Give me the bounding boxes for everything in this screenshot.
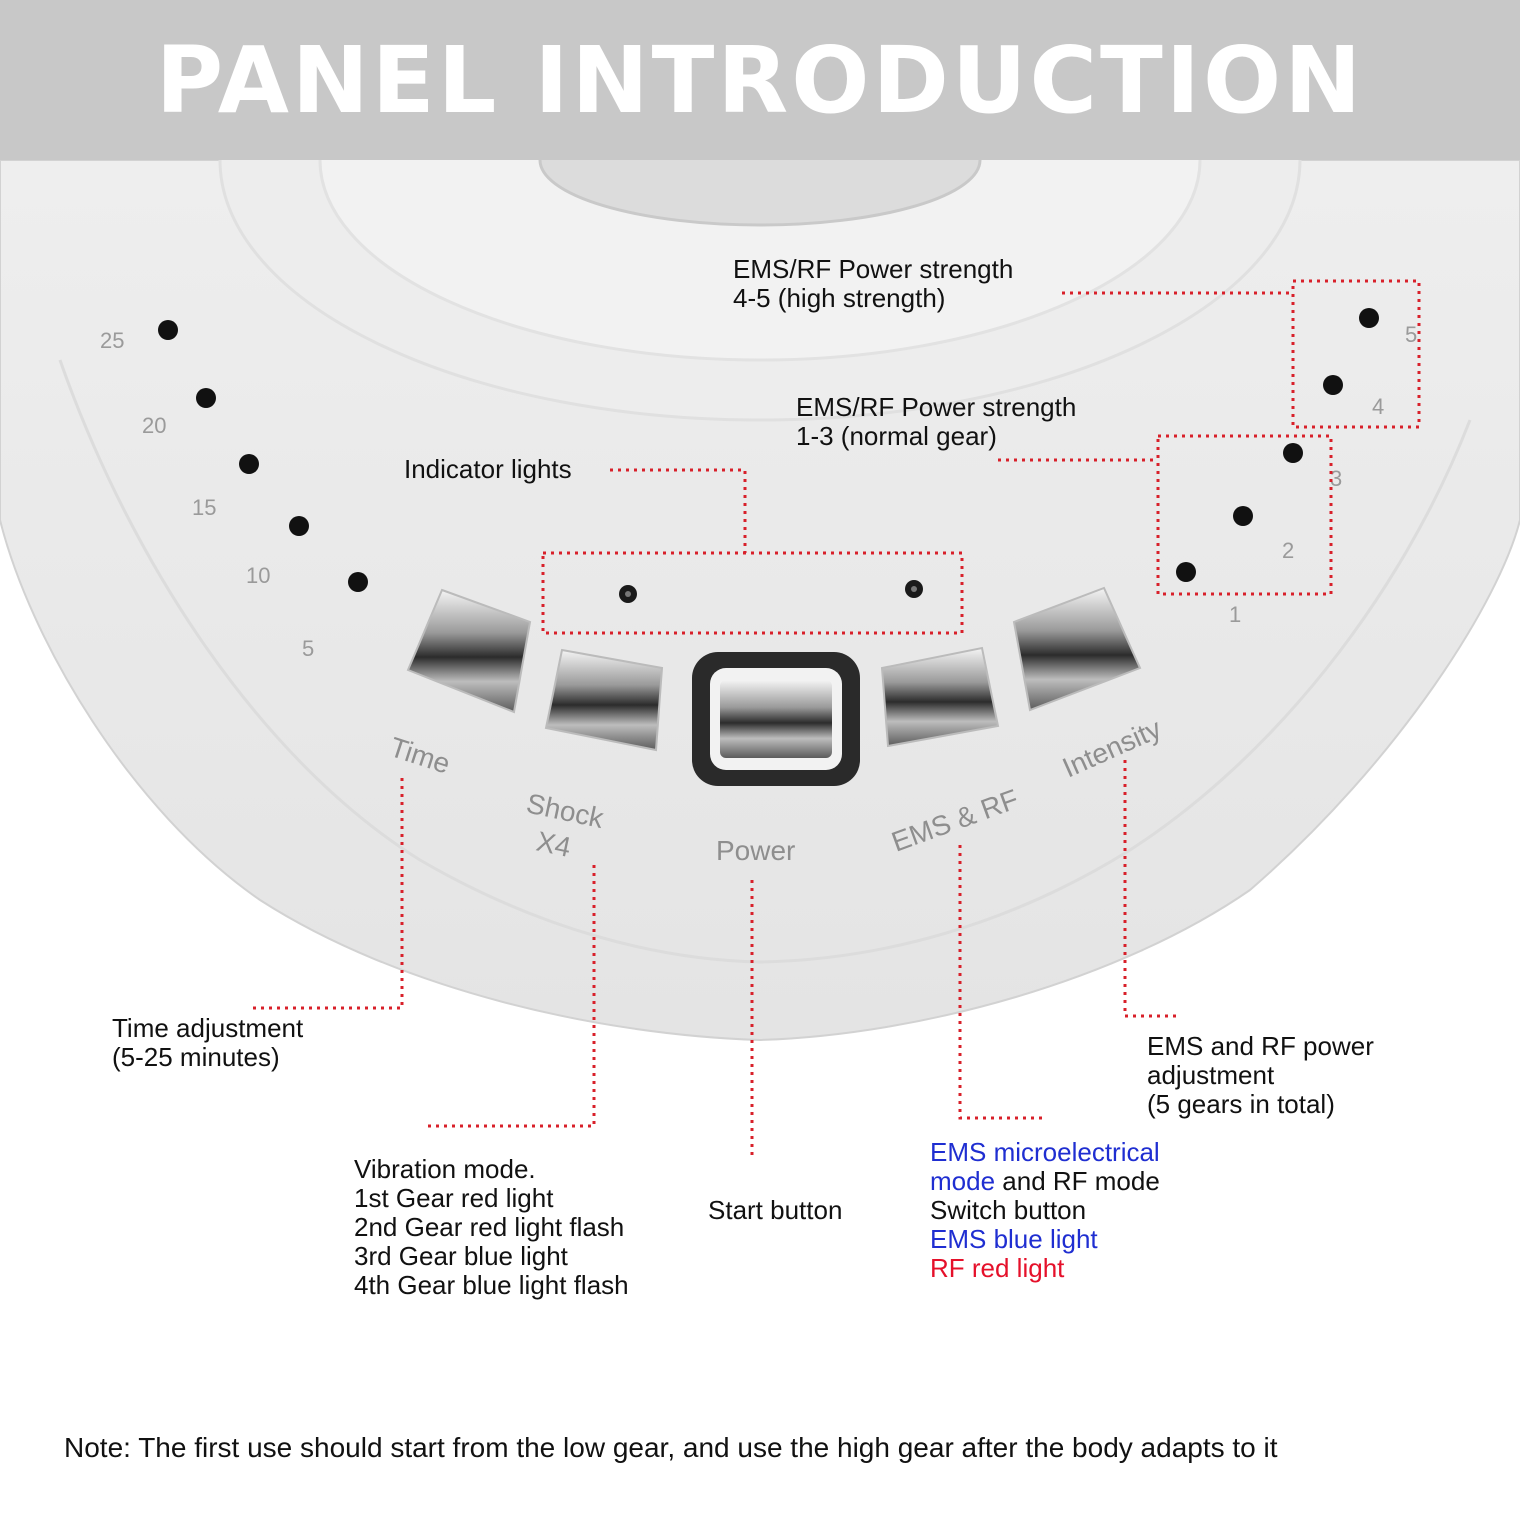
ems-switch-line2-rest: and RF mode xyxy=(995,1166,1160,1196)
ems-switch-line3: Switch button xyxy=(930,1195,1087,1225)
title-banner: PANEL INTRODUCTION xyxy=(0,0,1520,160)
leader-lines xyxy=(248,279,1421,1160)
annotation-indicator-lights: Indicator lights xyxy=(404,454,572,484)
device-outer-shell xyxy=(0,160,1520,1042)
strength-label-5: 5 xyxy=(1405,322,1417,347)
annotation-vibration-mode: Vibration mode. 1st Gear red light 2nd G… xyxy=(354,1154,629,1300)
top-ring-inner xyxy=(538,160,982,227)
power-button-label: Power xyxy=(716,835,795,866)
time-label-25: 25 xyxy=(100,328,124,353)
annotation-ems-switch: EMS microelectrical mode and RF mode Swi… xyxy=(930,1138,1160,1283)
top-ring-middle xyxy=(318,160,1202,362)
indicator-lights xyxy=(619,580,923,603)
time-label-10: 10 xyxy=(246,563,270,588)
strength-leds xyxy=(1176,308,1379,582)
power-button[interactable] xyxy=(692,652,860,786)
time-label-5: 5 xyxy=(302,636,314,661)
annotation-start-button: Start button xyxy=(708,1195,843,1225)
page-title: PANEL INTRODUCTION xyxy=(155,26,1365,134)
strength-label-1: 1 xyxy=(1229,602,1241,627)
ems-switch-line2: mode and RF mode xyxy=(930,1167,1160,1196)
usage-note: Note: The first use should start from th… xyxy=(64,1432,1278,1463)
ems-switch-line4: EMS blue light xyxy=(930,1224,1098,1254)
time-button[interactable] xyxy=(406,588,532,714)
device-inner-rim xyxy=(58,359,1472,964)
time-label-20: 20 xyxy=(142,413,166,438)
ems-switch-line1: EMS microelectrical xyxy=(930,1137,1160,1167)
intensity-button[interactable] xyxy=(1012,586,1142,712)
strength-label-2: 2 xyxy=(1282,538,1294,563)
ems-switch-line5: RF red light xyxy=(930,1253,1065,1283)
annotation-high-strength: EMS/RF Power strength 4-5 (high strength… xyxy=(733,254,1014,313)
shock-button-label-line2: X4 xyxy=(534,826,574,863)
device-panel-illustration: 25 20 15 10 5 1 2 3 4 5 xyxy=(0,160,1520,1160)
shock-button[interactable] xyxy=(544,648,664,752)
strength-label-4: 4 xyxy=(1372,394,1384,419)
ems-rf-button[interactable] xyxy=(880,646,1000,748)
ems-switch-line2-blue: mode xyxy=(930,1166,996,1196)
annotation-normal-gear: EMS/RF Power strength 1-3 (normal gear) xyxy=(796,392,1077,451)
time-leds xyxy=(158,320,368,592)
annotation-time-adjustment: Time adjustment (5-25 minutes) xyxy=(112,1013,304,1072)
strength-label-3: 3 xyxy=(1330,466,1342,491)
annotation-power-adjustment: EMS and RF power adjustment (5 gears in … xyxy=(1147,1031,1374,1119)
time-label-15: 15 xyxy=(192,495,216,520)
